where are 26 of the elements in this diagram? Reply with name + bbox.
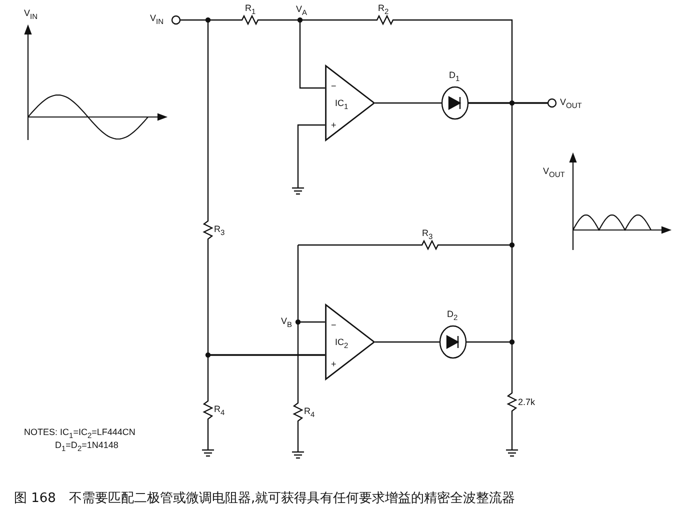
component-label: R$_{4}$ [214, 404, 225, 418]
node-voltage-label: V$_{A}$ [296, 4, 308, 18]
terminal-label: V$_{OUT}$ [560, 97, 582, 111]
component-label: R$_{1}$ [245, 3, 256, 17]
component-label: R$_{3}$ [214, 224, 225, 238]
component-label: D$_{2}$ [447, 309, 458, 323]
node-voltage-label: V$_{B}$ [281, 316, 292, 330]
component-label: R$_{4}$ [304, 406, 315, 420]
axis-label: V$_{IN}$ [24, 8, 38, 22]
note-text: D$_{1}$=D$_{2}$=1N4148 [55, 440, 118, 454]
component-label: 2.7k [518, 397, 536, 408]
op-amp-symbol [325, 304, 375, 380]
axis-label: V$_{OUT}$ [543, 166, 565, 180]
ic-label: IC$_{2}$ [335, 337, 348, 351]
component-label: R$_{2}$ [378, 3, 389, 17]
figure-caption: 图 168 不需要匹配二极管或微调电阻器,就可获得具有任何要求增益的精密全波整流器 [14, 490, 516, 507]
terminal-label: V$_{IN}$ [150, 13, 164, 27]
ic-label: IC$_{1}$ [335, 98, 348, 112]
pin-label: − [331, 81, 336, 91]
component-label: R$_{3}$ [422, 228, 433, 242]
pin-label: + [331, 359, 336, 369]
pin-label: − [331, 320, 336, 330]
op-amp-symbol [325, 65, 375, 141]
component-label: D$_{1}$ [449, 70, 460, 84]
pin-label: + [331, 120, 336, 130]
note-text: NOTES: IC$_{1}$=IC$_{2}$=LF444CN [24, 427, 136, 441]
